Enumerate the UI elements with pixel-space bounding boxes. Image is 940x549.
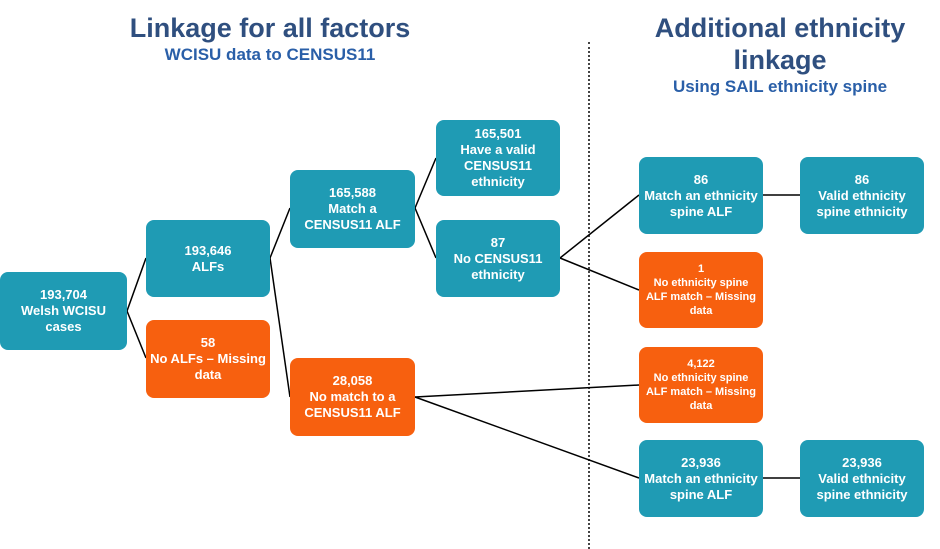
box-value: 165,588 [329, 185, 376, 200]
box-spine-match-23936: 23,936 Match an ethnicity spine ALF [639, 440, 763, 517]
connector-cases-noalfs [126, 310, 147, 359]
right-title: Additional ethnicity linkage [654, 13, 906, 75]
left-title: Linkage for all factors [129, 13, 411, 43]
connector-nomatch-spine23936 [414, 396, 640, 479]
box-value: 58 [200, 335, 216, 350]
box-label: Valid ethnicity spine ethnicity [816, 187, 908, 219]
box-label: No match to a CENSUS11 ALF [304, 389, 401, 420]
box-value: 193,704 [40, 287, 87, 302]
box-label: Match an ethnicity spine ALF [644, 187, 758, 219]
right-subtitle: Using SAIL ethnicity spine [672, 77, 888, 96]
connector-noethnicity-spine86 [559, 194, 640, 259]
box-label: No ethnicity spine ALF match – Missing d… [645, 372, 757, 412]
box-match-census: 165,588 Match a CENSUS11 ALF [290, 170, 415, 248]
left-title-block: Linkage for all factors WCISU data to CE… [70, 12, 470, 66]
box-label: Match an ethnicity spine ALF [644, 470, 758, 502]
box-value: 165,501 [474, 126, 522, 141]
box-spine-nomatch-4122: 4,122 No ethnicity spine ALF match – Mis… [639, 347, 763, 423]
box-value: 23,936 [842, 454, 882, 470]
box-value: 87 [490, 234, 506, 250]
box-no-alfs: 58 No ALFs – Missing data [146, 320, 270, 398]
box-value: 28,058 [332, 373, 373, 388]
box-value: 4,122 [687, 358, 715, 370]
connector-nomatch-spine4122 [414, 384, 640, 398]
connector-cases-alfs [126, 257, 147, 312]
box-label: Valid ethnicity spine ethnicity [816, 470, 908, 502]
box-value: 86 [693, 171, 709, 187]
left-subtitle: WCISU data to CENSUS11 [164, 45, 376, 64]
connector-match-noethnicity [414, 207, 437, 259]
connector-noethnicity-spine1 [559, 257, 640, 291]
box-welsh-cases: 193,704 Welsh WCISU cases [0, 272, 127, 350]
connector-alfs-match [269, 207, 291, 259]
box-value: 23,936 [681, 454, 721, 470]
box-spine-nomatch-1: 1 No ethnicity spine ALF match – Missing… [639, 252, 763, 328]
box-no-match-census: 28,058 No match to a CENSUS11 ALF [290, 358, 415, 436]
box-label: ALFs [191, 258, 225, 274]
box-value: 86 [854, 171, 870, 187]
box-spine-match-86: 86 Match an ethnicity spine ALF [639, 157, 763, 234]
box-no-census-ethnicity: 87 No CENSUS11 ethnicity [436, 220, 560, 297]
box-label: Welsh WCISU cases [21, 303, 106, 334]
box-spine-valid-23936: 23,936 Valid ethnicity spine ethnicity [800, 440, 924, 517]
box-alfs: 193,646 ALFs [146, 220, 270, 297]
connector-match-valid [414, 157, 437, 209]
box-value: 1 [697, 263, 705, 275]
connector-alfs-nomatch [269, 257, 291, 398]
box-label: No ALFs – Missing data [150, 351, 266, 382]
box-label: No ethnicity spine ALF match – Missing d… [645, 277, 757, 317]
box-label: Match a CENSUS11 ALF [304, 201, 401, 232]
box-value: 193,646 [184, 242, 232, 258]
box-label: Have a valid CENSUS11 ethnicity [460, 142, 536, 189]
section-divider [588, 42, 590, 549]
box-valid-census-ethnicity: 165,501 Have a valid CENSUS11 ethnicity [436, 120, 560, 196]
box-spine-valid-86: 86 Valid ethnicity spine ethnicity [800, 157, 924, 234]
right-title-block: Additional ethnicity linkage Using SAIL … [620, 12, 940, 98]
box-label: No CENSUS11 ethnicity [453, 250, 543, 282]
